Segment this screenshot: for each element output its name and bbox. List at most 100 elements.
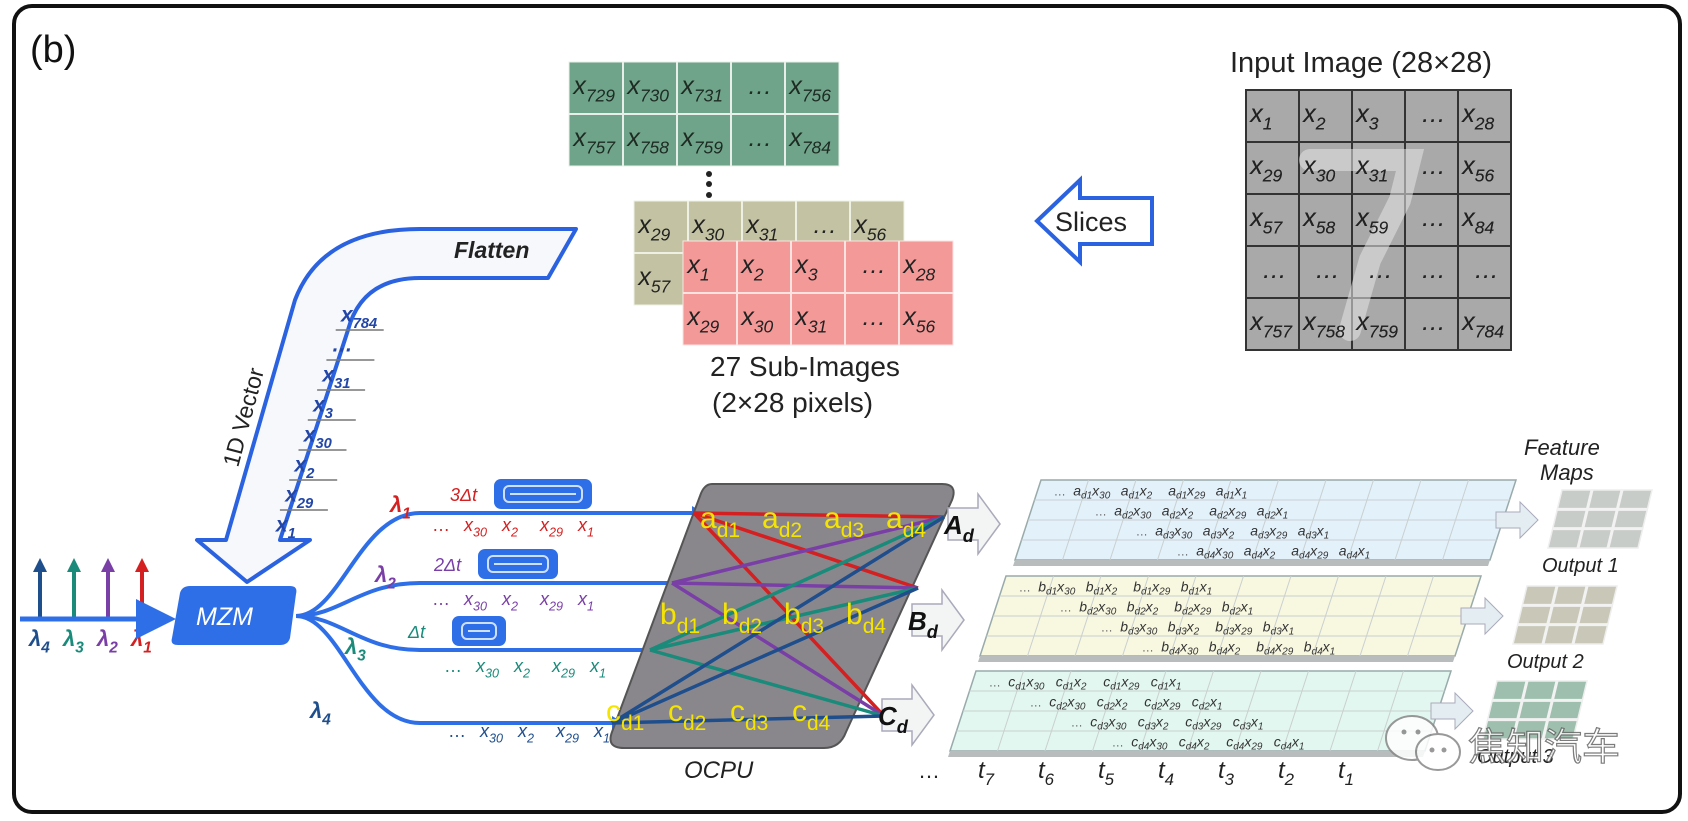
product-entry: cd3x2 (1138, 714, 1169, 733)
sub-first-pixel-cell: … (861, 251, 886, 279)
weight-cd2: cd2 (668, 695, 706, 735)
input-pixel-label: x2 (1302, 100, 1326, 133)
input-pixel-label: … (1368, 256, 1393, 284)
sequence-item: x30 (463, 515, 487, 539)
weight-cd4: cd4 (792, 695, 831, 735)
feature-maps-label: Feature (1524, 435, 1600, 460)
input-pixel-cell: x784 (1461, 308, 1504, 342)
mzm-modulator: MZM (171, 586, 297, 645)
product-entry: ad4x30 (1196, 543, 1233, 562)
slices-label: Slices (1055, 207, 1127, 237)
sequence-item: x1 (577, 515, 594, 539)
output-arrow-icon (1430, 691, 1474, 731)
sub-first-pixel-cell: x28 (902, 251, 935, 285)
product-ellipsis: … (1177, 545, 1189, 559)
vector-item: x30 (303, 424, 333, 452)
input-pixel-cell: … (1315, 256, 1340, 284)
product-entry: ad3x29 (1250, 523, 1287, 542)
flatten-arrow-shape (195, 227, 578, 584)
sub-first-pixel-cell: x30 (740, 303, 773, 337)
sequence-ellipsis: … (432, 589, 450, 609)
sequence-item: x1 (577, 589, 594, 613)
wavelength-label: λ2 (96, 626, 118, 657)
digit-seven-overlay (1299, 149, 1425, 341)
product-ellipsis: … (1142, 641, 1154, 655)
product-entry: bd4x1 (1304, 639, 1335, 658)
sequence-item: x2 (501, 589, 518, 613)
input-pixel-cell: x58 (1302, 204, 1335, 238)
product-entry: cd2x29 (1144, 694, 1181, 713)
product-entry: ad4x1 (1339, 543, 1370, 562)
input-pixel-label: x1 (1249, 100, 1272, 133)
waveguide (295, 511, 692, 618)
product-entry: cd3x1 (1233, 714, 1264, 733)
input-pixel-cell: x29 (1249, 152, 1282, 186)
sub-second-pixel-cell: x56 (853, 211, 886, 245)
input-pixel-cell: … (1421, 152, 1446, 180)
branch-lambda-label: λ1 (389, 492, 411, 523)
plane-arrow-icon (881, 682, 935, 748)
input-pixel-cell: … (1421, 308, 1446, 336)
sub-last-pixel-cell: x730 (626, 72, 669, 106)
product-entry: bd3x30 (1120, 619, 1157, 638)
plane-label: Ad (943, 510, 975, 546)
product-entry: ad4x29 (1291, 543, 1328, 562)
branch-lambda-label: λ2 (374, 562, 396, 593)
input-pixel-label: … (1421, 100, 1446, 128)
plane-label: Cd (878, 701, 909, 737)
input-pixel-label: x84 (1461, 204, 1494, 238)
input-pixel-cell: x56 (1461, 152, 1494, 186)
product-entry: cd4x29 (1226, 734, 1263, 753)
weight-connection (649, 515, 945, 652)
input-pixel-cell: x1 (1249, 100, 1272, 133)
sub-last-pixel-cell: x757 (572, 124, 616, 158)
product-entry: bd2x2 (1127, 599, 1159, 618)
output-arrow-icon (1495, 500, 1539, 540)
input-pixel-label: x30 (1302, 152, 1335, 186)
product-entry: ad1x30 (1073, 483, 1110, 502)
sub-first-pixel-cell: x3 (794, 251, 818, 285)
time-step-5: t5 (1098, 757, 1115, 789)
branch-lambda-label: λ4 (309, 698, 331, 729)
vector-item: x3 (312, 394, 333, 422)
input-pixel-label: … (1262, 256, 1287, 284)
product-entry: ad1x1 (1216, 483, 1247, 502)
product-entry: ad1x2 (1121, 483, 1153, 502)
sequence-item: x2 (517, 721, 534, 745)
input-pixel-label: … (1421, 204, 1446, 232)
ocpu-weight-lines (611, 511, 945, 725)
product-ellipsis: … (1060, 601, 1072, 615)
vector-item: x784 (340, 304, 377, 332)
input-pixel-label: … (1474, 256, 1499, 284)
panel-label: (b) (30, 29, 76, 71)
product-entry: cd1x2 (1056, 674, 1087, 693)
product-ellipsis: … (1101, 621, 1113, 635)
product-ellipsis: … (989, 676, 1001, 690)
sequence-item: x29 (555, 721, 579, 745)
product-entry: cd4x2 (1179, 734, 1210, 753)
sequence-item: x1 (593, 721, 610, 745)
product-entry: ad4x2 (1244, 543, 1276, 562)
sequence-ellipsis: … (448, 721, 466, 741)
sub-images-caption: 27 Sub-Images (710, 351, 900, 382)
waveguide (295, 614, 692, 652)
input-pixel-cell: … (1421, 100, 1446, 128)
input-pixel-label: x31 (1355, 152, 1388, 186)
feature-map (1547, 489, 1653, 549)
product-entry: cd3x29 (1185, 714, 1222, 733)
delay-label: 2Δt (433, 555, 462, 575)
time-step-7: t7 (978, 757, 995, 789)
input-pixel-cell: x2 (1302, 100, 1326, 133)
sub-first-pixel-cell: x31 (794, 303, 827, 337)
input-pixel-label: x57 (1249, 204, 1283, 238)
input-pixel-label: x28 (1461, 100, 1494, 133)
weight-bd3: bd3 (784, 598, 824, 638)
